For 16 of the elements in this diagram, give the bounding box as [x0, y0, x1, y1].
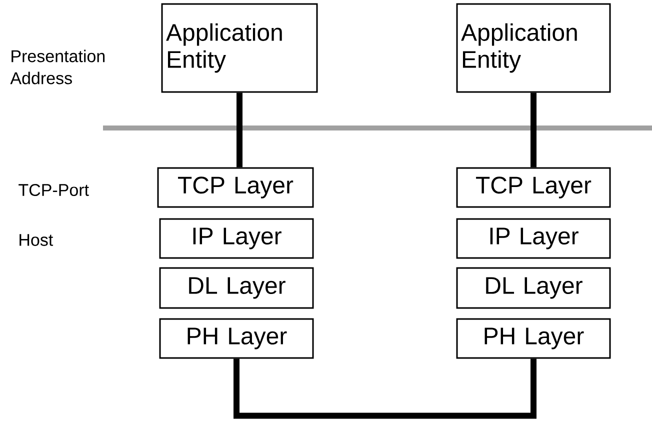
layer-box: TCP Layer	[456, 167, 611, 208]
layer-box: DL Layer	[456, 267, 611, 309]
connector-line	[234, 358, 536, 419]
layer-box: IP Layer	[159, 218, 314, 259]
layer-label: Presentation Address	[10, 50, 105, 84]
layer-box: Application Entity	[161, 3, 318, 93]
connector-line	[236, 92, 242, 168]
layer-box: DL Layer	[159, 267, 314, 309]
layer-box: PH Layer	[456, 318, 611, 359]
connector-line	[530, 92, 536, 168]
layer-box: TCP Layer	[157, 167, 314, 208]
layer-box: PH Layer	[159, 318, 314, 359]
layer-label: Host	[20, 234, 54, 246]
layer-box: Application Entity	[456, 3, 611, 93]
layer-box: IP Layer	[456, 218, 611, 259]
layer-label: TCP-Port	[18, 184, 89, 196]
